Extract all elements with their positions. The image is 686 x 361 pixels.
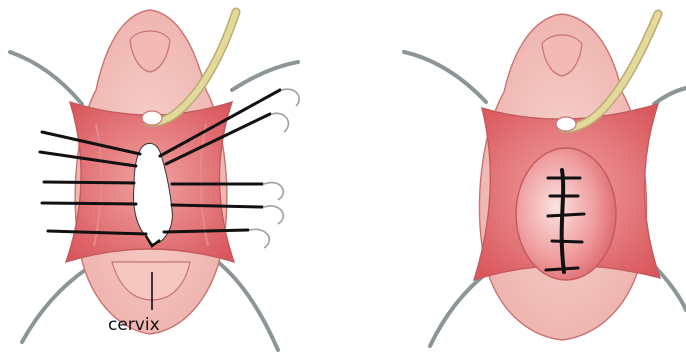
cervix-label: cervix: [108, 315, 160, 335]
left-suture-curls: [250, 89, 299, 248]
right-figure: [404, 14, 686, 346]
left-figure: cervix: [10, 10, 299, 350]
right-urethra: [556, 117, 576, 131]
left-urethra: [142, 111, 162, 125]
